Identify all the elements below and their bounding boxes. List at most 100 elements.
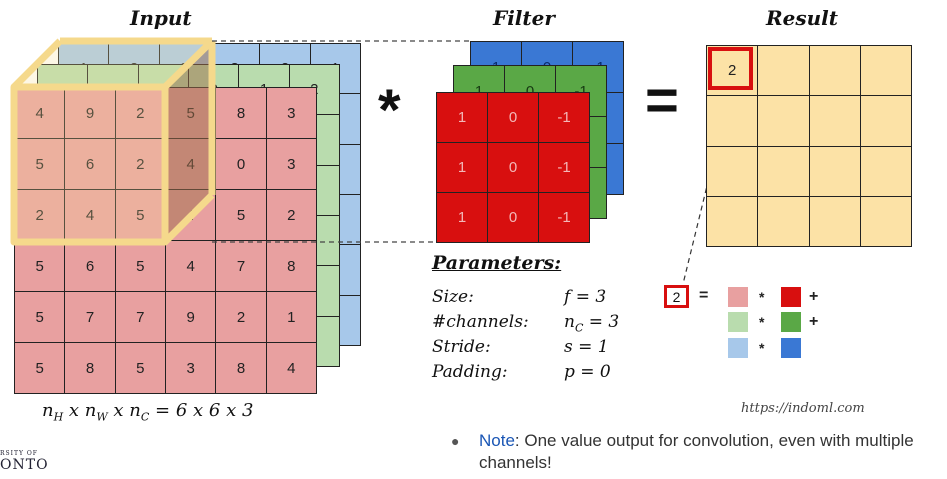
param-size-label: Size:	[432, 287, 474, 307]
param-channels-value: nC = 3	[564, 312, 620, 335]
parameters-title: Parameters:	[432, 252, 562, 274]
plus-red: +	[809, 288, 819, 305]
red-layer-cell: 4	[165, 139, 217, 190]
red-layer-cell: 4	[165, 190, 217, 241]
red-layer-cell: 2	[115, 139, 166, 190]
f-red-cell: 1	[437, 93, 488, 143]
swatch-filter-red	[781, 287, 801, 307]
sum-result-box: 2	[664, 285, 689, 308]
param-padding-value: p = 0	[564, 362, 611, 382]
red-layer-cell: 7	[65, 292, 116, 343]
red-layer-cell: 5	[15, 343, 66, 394]
red-layer-cell: 8	[216, 88, 267, 139]
result-grid-cell	[809, 96, 861, 147]
param-padding-label: Padding:	[432, 362, 508, 382]
note-bullet: ●	[451, 433, 460, 449]
result-grid-cell	[809, 146, 861, 197]
input-title: Input	[130, 6, 192, 30]
f-red-cell: 1	[437, 193, 488, 243]
swatch-filter-blue	[781, 338, 801, 358]
result-grid-cell	[860, 96, 912, 147]
result-grid-cell	[758, 96, 810, 147]
red-layer-cell: 8	[266, 241, 317, 292]
result-title: Result	[766, 6, 838, 30]
convolution-operator: *	[378, 78, 401, 143]
swatch-filter-green	[781, 312, 801, 332]
red-layer-cell: 5	[165, 88, 217, 139]
red-layer-cell: 5	[15, 292, 66, 343]
f-red-cell: 0	[488, 193, 539, 243]
result-grid-cell	[707, 96, 759, 147]
sum-equals: =	[699, 287, 709, 304]
red-layer-cell: 2	[266, 190, 317, 241]
f-red-cell: 0	[488, 93, 539, 143]
red-layer-cell: 8	[216, 343, 267, 394]
param-stride-label: Stride:	[432, 337, 491, 357]
red-layer-cell: 3	[266, 88, 317, 139]
result-grid-cell	[707, 146, 759, 197]
result-grid-cell	[758, 46, 810, 97]
red-layer-cell: 2	[115, 88, 166, 139]
red-layer-cell: 5	[216, 190, 267, 241]
red-layer-cell: 5	[15, 241, 66, 292]
red-layer-cell: 2	[15, 190, 66, 241]
red-layer-cell: 4	[15, 88, 66, 139]
result-grid: 2	[706, 45, 912, 247]
red-layer-cell: 5	[115, 343, 166, 394]
red-layer-cell: 7	[115, 292, 166, 343]
f-red-cell: 0	[488, 143, 539, 193]
red-layer-cell: 9	[65, 88, 116, 139]
plus-green: +	[809, 313, 819, 330]
param-size-value: f = 3	[564, 287, 607, 307]
param-channels-label: #channels:	[432, 312, 529, 332]
times-blue: *	[759, 340, 765, 356]
red-layer-cell: 6	[65, 241, 116, 292]
red-layer-cell: 6	[65, 139, 116, 190]
red-layer-cell: 7	[216, 241, 267, 292]
note-text: Note: One value output for convolution, …	[479, 430, 944, 474]
note-body: : One value output for convolution, even…	[479, 431, 914, 472]
result-grid-cell	[707, 196, 759, 247]
red-layer-cell: 9	[165, 292, 217, 343]
red-layer-cell: 5	[15, 139, 66, 190]
result-grid-cell	[860, 146, 912, 197]
result-grid-cell	[809, 46, 861, 97]
result-grid-cell	[809, 196, 861, 247]
swatch-input-red	[728, 287, 748, 307]
result-grid-cell	[860, 196, 912, 247]
red-layer-cell: 3	[165, 343, 217, 394]
param-stride-value: s = 1	[564, 337, 609, 357]
equals-operator: =	[645, 68, 679, 133]
university-logo-line1: RSITY OF	[0, 450, 38, 457]
result-grid-cell: 2	[707, 46, 759, 97]
f-red-cell: -1	[539, 193, 590, 243]
red-layer-cell: 4	[165, 241, 217, 292]
red-layer-cell: 8	[65, 343, 116, 394]
f-red-cell: 1	[437, 143, 488, 193]
red-layer-cell: 0	[216, 139, 267, 190]
red-layer-cell: 4	[65, 190, 116, 241]
input-dimensions: nH x nW x nC = 6 x 6 x 3	[42, 400, 254, 424]
times-red: *	[759, 289, 765, 305]
university-logo-line2: ONTO	[0, 457, 49, 473]
red-layer-cell: 3	[266, 139, 317, 190]
f-red-cell: -1	[539, 93, 590, 143]
red-layer-cell: 1	[266, 292, 317, 343]
filter-title: Filter	[493, 6, 555, 30]
result-grid-cell	[860, 46, 912, 97]
red-layer-cell: 4	[266, 343, 317, 394]
parameters-panel: Parameters: Size: f = 3 #channels: nC = …	[432, 252, 652, 392]
source-credit: https://indoml.com	[741, 401, 865, 416]
swatch-input-green	[728, 312, 748, 332]
red-layer-cell: 2	[216, 292, 267, 343]
red-layer-cell: 5	[115, 190, 166, 241]
times-green: *	[759, 314, 765, 330]
red-layer-cell: 5	[115, 241, 166, 292]
result-grid-cell	[758, 146, 810, 197]
note-prefix: Note	[479, 431, 515, 450]
result-grid-cell	[758, 196, 810, 247]
swatch-input-blue	[728, 338, 748, 358]
f-red-cell: -1	[539, 143, 590, 193]
